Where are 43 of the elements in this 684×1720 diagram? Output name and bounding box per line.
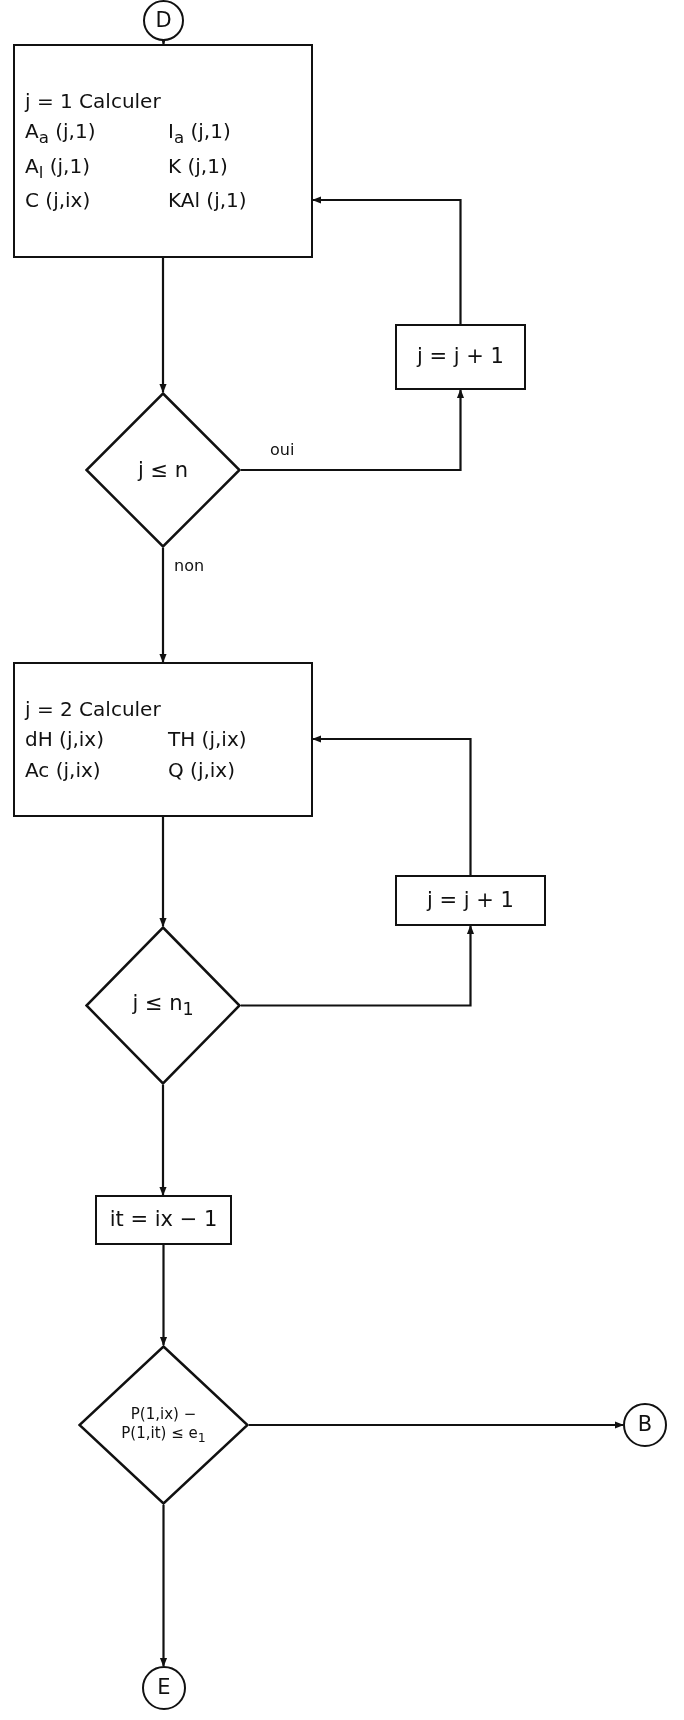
step-text: it = ix − 1 xyxy=(109,1206,218,1234)
process-box xyxy=(395,875,546,926)
process-box xyxy=(13,662,313,817)
process-box xyxy=(95,1195,232,1245)
flow-arrow xyxy=(241,925,475,1007)
heading-text: j = 1 Calculer xyxy=(25,87,162,115)
connector-letter: B xyxy=(637,1411,653,1439)
decision-diamond xyxy=(85,392,241,548)
formula-text: A$_{l}$ (j,1) xyxy=(25,152,91,184)
flow-arrow xyxy=(159,548,167,663)
flow-arrow xyxy=(249,1421,624,1429)
formula-text: K (j,1) xyxy=(168,152,229,180)
connector-circle xyxy=(623,1403,667,1447)
condition-text: j ≤ n$_{1}$ xyxy=(131,989,195,1022)
condition-text: j ≤ n xyxy=(136,456,190,484)
formula-text: KAl (j,1) xyxy=(168,187,248,215)
connector-letter: E xyxy=(157,1674,171,1702)
flow-arrow xyxy=(241,389,465,472)
connector-circle xyxy=(142,1666,186,1710)
decision-diamond xyxy=(78,1345,249,1505)
formula-text: TH (j,ix) xyxy=(168,725,248,753)
flow-arrow xyxy=(159,1245,168,1346)
formula-text: C (j,ix) xyxy=(25,187,92,215)
decision-diamond xyxy=(85,926,241,1085)
process-box xyxy=(395,324,526,390)
formula-text: Q (j,ix) xyxy=(168,756,236,784)
flow-arrow xyxy=(312,196,462,324)
connector-circle xyxy=(143,0,184,41)
formula-text: A$_{a}$ (j,1) xyxy=(25,117,97,149)
flow-arrow xyxy=(159,1505,168,1667)
formula-text: dH (j,ix) xyxy=(25,725,105,753)
flow-arrow xyxy=(159,258,167,393)
formula-text: I$_{a}$ (j,1) xyxy=(168,117,232,149)
formula-text: Ac (j,ix) xyxy=(25,756,102,784)
step-text: j = j + 1 xyxy=(427,886,514,914)
connector-letter: D xyxy=(155,6,172,34)
flow-arrow xyxy=(159,817,167,927)
condition-text: P(1,ix) − P(1,it) ≤ e$_{1}$ xyxy=(120,1404,207,1446)
process-box xyxy=(13,44,313,258)
heading-text: j = 2 Calculer xyxy=(25,695,162,723)
flow-arrow xyxy=(312,735,472,875)
step-text: j = j + 1 xyxy=(417,343,504,371)
flow-arrow xyxy=(159,1085,167,1196)
